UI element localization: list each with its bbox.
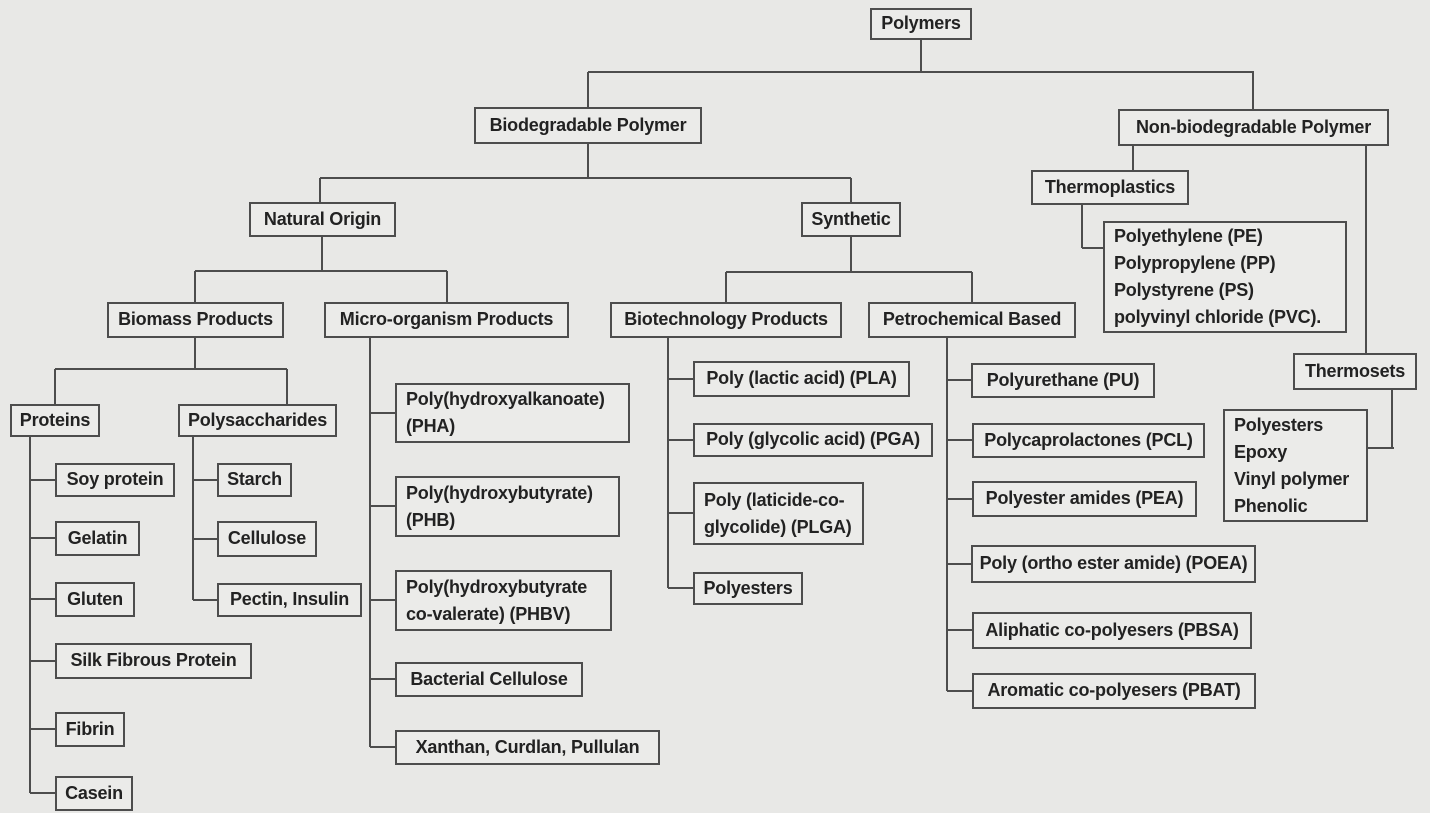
node-phbv: Poly(hydroxybutyrate co-valerate) (PHBV) <box>395 570 612 631</box>
node-pha: Poly(hydroxyalkanoate) (PHA) <box>395 383 630 443</box>
connector-line <box>1082 247 1103 249</box>
connector-line <box>29 437 31 793</box>
connector-line <box>370 505 395 507</box>
node-polycaprolactones: Polycaprolactones (PCL) <box>972 423 1205 458</box>
bottom-margin <box>0 813 1430 820</box>
connector-line <box>668 378 693 380</box>
connector-line <box>370 599 395 601</box>
node-natural-origin: Natural Origin <box>249 202 396 237</box>
connector-line <box>668 439 693 441</box>
connector-line <box>193 538 217 540</box>
node-polymers: Polymers <box>870 8 972 40</box>
connector-line <box>286 369 288 404</box>
connector-line <box>920 40 922 72</box>
connector-line <box>1081 205 1083 248</box>
connector-line <box>1252 72 1254 109</box>
node-polyesters: Polyesters <box>693 572 803 605</box>
connector-line <box>668 587 693 589</box>
node-pga: Poly (glycolic acid) (PGA) <box>693 423 933 457</box>
connector-line <box>30 537 55 539</box>
connector-line <box>971 272 973 302</box>
node-pla: Poly (lactic acid) (PLA) <box>693 361 910 397</box>
node-pectin-insulin: Pectin, Insulin <box>217 583 362 617</box>
connector-line <box>193 599 217 601</box>
node-biotechnology-products: Biotechnology Products <box>610 302 842 338</box>
connector-line <box>1368 447 1394 449</box>
connector-line <box>55 368 287 370</box>
node-biodegradable-polymer: Biodegradable Polymer <box>474 107 702 144</box>
connector-line <box>370 678 395 680</box>
connector-line <box>947 629 972 631</box>
connector-line <box>946 338 948 691</box>
connector-line <box>947 498 972 500</box>
connector-line <box>193 479 217 481</box>
node-soy-protein: Soy protein <box>55 463 175 497</box>
connector-line <box>726 271 972 273</box>
connector-line <box>1365 146 1367 353</box>
connector-line <box>947 563 971 565</box>
connector-line <box>668 512 693 514</box>
node-poly-ortho-ester-amide: Poly (ortho ester amide) (POEA) <box>971 545 1256 583</box>
connector-line <box>850 178 852 202</box>
connector-line <box>587 72 589 107</box>
node-proteins: Proteins <box>10 404 100 437</box>
node-petrochemical-based: Petrochemical Based <box>868 302 1076 338</box>
connector-line <box>1132 146 1134 170</box>
node-gluten: Gluten <box>55 582 135 617</box>
connector-line <box>667 338 669 588</box>
node-phb: Poly(hydroxybutyrate) (PHB) <box>395 476 620 537</box>
node-thermoplastics-examples: Polyethylene (PE) Polypropylene (PP) Pol… <box>1103 221 1347 333</box>
connector-line <box>725 272 727 302</box>
connector-line <box>446 271 448 302</box>
connector-line <box>192 437 194 600</box>
connector-line <box>947 690 972 692</box>
node-aliphatic-co-polyesers: Aliphatic co-polyesers (PBSA) <box>972 612 1252 649</box>
node-cellulose: Cellulose <box>217 521 317 557</box>
node-bacterial-cellulose: Bacterial Cellulose <box>395 662 583 697</box>
connector-line <box>320 177 851 179</box>
node-xanthan-curdlan-pullulan: Xanthan, Curdlan, Pullulan <box>395 730 660 765</box>
node-thermosets-examples: Polyesters Epoxy Vinyl polymer Phenolic <box>1223 409 1368 522</box>
node-silk-fibrous-protein: Silk Fibrous Protein <box>55 643 252 679</box>
connector-line <box>30 479 55 481</box>
connector-line <box>370 746 395 748</box>
connector-line <box>947 379 971 381</box>
node-micro-organism-products: Micro-organism Products <box>324 302 569 338</box>
connector-line <box>194 271 196 302</box>
node-fibrin: Fibrin <box>55 712 125 747</box>
node-synthetic: Synthetic <box>801 202 901 237</box>
node-polyester-amides: Polyester amides (PEA) <box>972 481 1197 517</box>
node-plga: Poly (laticide-co- glycolide) (PLGA) <box>693 482 864 545</box>
connector-line <box>30 660 55 662</box>
connector-line <box>1391 390 1393 448</box>
connector-line <box>195 270 447 272</box>
node-polyurethane: Polyurethane (PU) <box>971 363 1155 398</box>
connector-line <box>321 237 323 271</box>
connector-line <box>54 369 56 404</box>
node-gelatin: Gelatin <box>55 521 140 556</box>
node-non-biodegradable-polymer: Non-biodegradable Polymer <box>1118 109 1389 146</box>
connector-line <box>587 144 589 178</box>
node-aromatic-co-polyesers: Aromatic co-polyesers (PBAT) <box>972 673 1256 709</box>
connector-line <box>850 237 852 272</box>
connector-line <box>194 338 196 369</box>
node-polysaccharides: Polysaccharides <box>178 404 337 437</box>
connector-line <box>30 728 55 730</box>
node-biomass-products: Biomass Products <box>107 302 284 338</box>
connector-line <box>947 439 972 441</box>
connector-line <box>370 412 395 414</box>
node-thermoplastics: Thermoplastics <box>1031 170 1189 205</box>
connector-line <box>30 792 55 794</box>
connector-line <box>588 71 1254 73</box>
connector-line <box>319 178 321 202</box>
node-starch: Starch <box>217 463 292 497</box>
node-thermosets: Thermosets <box>1293 353 1417 390</box>
node-casein: Casein <box>55 776 133 811</box>
connector-line <box>369 338 371 747</box>
connector-line <box>30 598 55 600</box>
